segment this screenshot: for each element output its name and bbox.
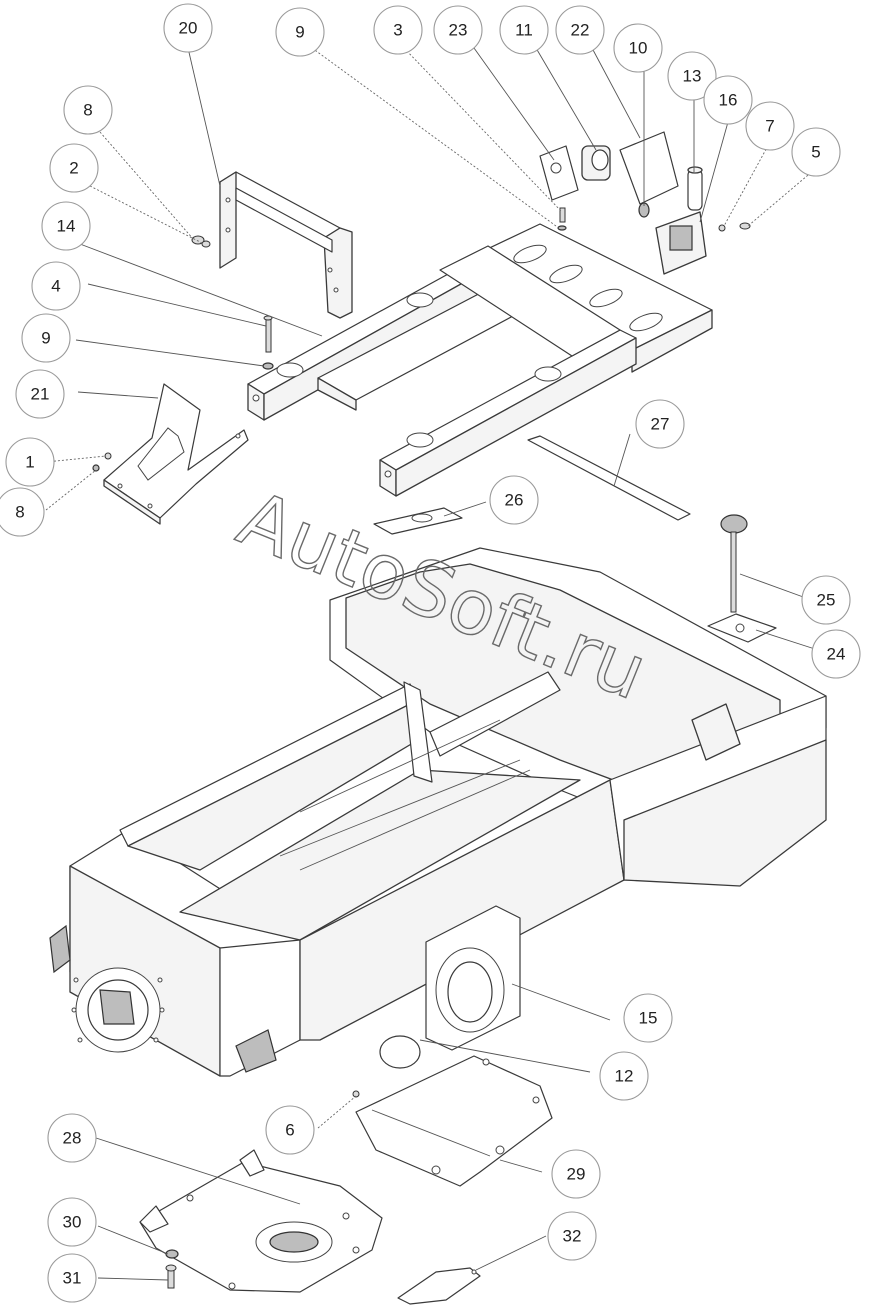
svg-text:3: 3 (393, 21, 402, 40)
svg-text:27: 27 (651, 415, 670, 434)
part-30-washer (165, 1249, 179, 1259)
callout-22: 22 (555, 5, 605, 55)
svg-text:4: 4 (51, 277, 60, 296)
callout-11: 11 (499, 5, 549, 55)
callout-23: 23 (433, 5, 483, 55)
callout-32: 32 (547, 1211, 597, 1261)
callout-27: 27 (635, 399, 685, 449)
callout-24: 24 (811, 629, 861, 679)
callout-28: 28 (47, 1113, 97, 1163)
part-23-plate (539, 145, 579, 201)
callout-14: 14 (41, 201, 91, 251)
svg-text:31: 31 (63, 1269, 82, 1288)
svg-text:2: 2 (69, 159, 78, 178)
part-24-flange (707, 613, 777, 643)
svg-text:14: 14 (57, 217, 76, 236)
callout-8-top: 8 (63, 85, 113, 135)
part-27-strip (527, 435, 691, 521)
svg-text:9: 9 (41, 329, 50, 348)
leader-lines (45, 47, 819, 1281)
svg-text:12: 12 (615, 1067, 634, 1086)
callout-7: 7 (745, 101, 795, 151)
svg-text:10: 10 (629, 39, 648, 58)
svg-text:29: 29 (567, 1165, 586, 1184)
part-16-housing (655, 211, 707, 275)
part-21-bracket (103, 383, 249, 525)
part-11-cap (581, 145, 611, 181)
part-8-nut-lower (92, 464, 100, 472)
callout-2: 2 (49, 143, 99, 193)
callout-9: 9 (275, 7, 325, 57)
part-20-bracket (219, 171, 353, 319)
svg-text:23: 23 (449, 21, 468, 40)
part-1-bolt (104, 452, 112, 460)
part-5-screw (739, 222, 751, 230)
callout-16: 16 (703, 75, 753, 125)
callout-26: 26 (489, 475, 539, 525)
svg-text:22: 22 (571, 21, 590, 40)
callout-15: 15 (623, 993, 673, 1043)
callout-10: 10 (613, 23, 663, 73)
main-housing (49, 547, 827, 1077)
svg-text:16: 16 (719, 91, 738, 110)
callout-21: 21 (15, 369, 65, 419)
part-2-fastener (191, 235, 211, 248)
callout-25: 25 (801, 575, 851, 625)
part-22-plate (619, 131, 679, 205)
svg-text:21: 21 (31, 385, 50, 404)
callout-8-bottom: 8 (0, 487, 45, 537)
svg-text:26: 26 (505, 491, 524, 510)
callout-29: 29 (551, 1149, 601, 1199)
part-25-dipstick (720, 514, 748, 613)
svg-text:20: 20 (179, 19, 198, 38)
part-31-bolt (165, 1264, 177, 1289)
part-9-washer-left (262, 362, 274, 370)
svg-text:1: 1 (25, 453, 34, 472)
svg-text:15: 15 (639, 1009, 658, 1028)
svg-text:8: 8 (83, 101, 92, 120)
part-7-washer (718, 224, 726, 232)
part-14-upper-frame (247, 223, 713, 497)
svg-text:8: 8 (15, 503, 24, 522)
svg-text:11: 11 (515, 21, 533, 40)
callout-13: 13 (667, 51, 717, 101)
callout-12: 12 (599, 1051, 649, 1101)
svg-text:9: 9 (295, 23, 304, 42)
callout-4: 4 (31, 261, 81, 311)
part-28-plate (139, 1149, 383, 1293)
callout-1: 1 (5, 437, 55, 487)
svg-text:6: 6 (285, 1121, 294, 1140)
svg-text:24: 24 (827, 645, 846, 664)
svg-text:7: 7 (765, 117, 774, 136)
part-26-plate (373, 507, 463, 535)
callout-30: 30 (47, 1197, 97, 1247)
callout-5: 5 (791, 127, 841, 177)
svg-text:32: 32 (563, 1227, 582, 1246)
part-4-pin (263, 315, 273, 353)
svg-text:30: 30 (63, 1213, 82, 1232)
svg-text:5: 5 (811, 143, 820, 162)
svg-text:28: 28 (63, 1129, 82, 1148)
part-12-cover (379, 1035, 421, 1069)
callout-3: 3 (373, 5, 423, 55)
callout-bubbles: 20 9 3 23 11 22 10 13 16 7 5 8 2 14 4 9 … (0, 3, 861, 1303)
svg-text:25: 25 (817, 591, 836, 610)
part-32-cover (397, 1267, 481, 1305)
part-3-bolt (557, 207, 567, 231)
callout-31: 31 (47, 1253, 97, 1303)
callout-20: 20 (163, 3, 213, 53)
svg-text:13: 13 (683, 67, 702, 86)
callout-9-left: 9 (21, 313, 71, 363)
part-6-bolt (352, 1090, 360, 1098)
part-13-filter (687, 166, 703, 211)
callout-6: 6 (265, 1105, 315, 1155)
part-29-plate (355, 1055, 553, 1187)
